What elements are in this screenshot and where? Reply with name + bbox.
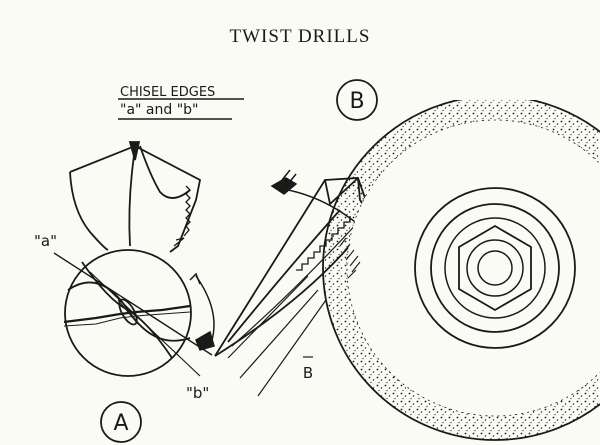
circle-label-a: A — [100, 401, 142, 443]
chisel-heading-line2: "a" and "b" — [120, 102, 198, 118]
small-b-label: B — [303, 364, 313, 382]
edge-a-label: "a" — [34, 232, 57, 250]
chisel-edges-heading: CHISEL EDGES "a" and "b" — [118, 85, 244, 120]
edge-a-line — [53, 252, 213, 356]
chisel-heading-line1: CHISEL EDGES — [120, 85, 215, 100]
edge-b-label: "b" — [186, 384, 209, 402]
grinding-contact-patch — [339, 237, 361, 279]
drill-point-side-view — [69, 141, 202, 253]
drill-end-view — [63, 249, 192, 377]
hex-nut — [458, 224, 532, 312]
edge-b-line — [89, 271, 201, 377]
circle-label-b: B — [336, 79, 378, 121]
circle-b-letter: B — [349, 89, 364, 114]
grinding-wheel — [322, 100, 600, 441]
edge-b-callout: "b" — [89, 271, 209, 402]
circle-a-letter: A — [113, 411, 128, 436]
edge-a-callout: "a" — [34, 232, 213, 356]
small-b-marker: B — [303, 356, 313, 382]
rotation-arrow — [189, 272, 215, 351]
page-title: TWIST DRILLS — [229, 26, 371, 47]
